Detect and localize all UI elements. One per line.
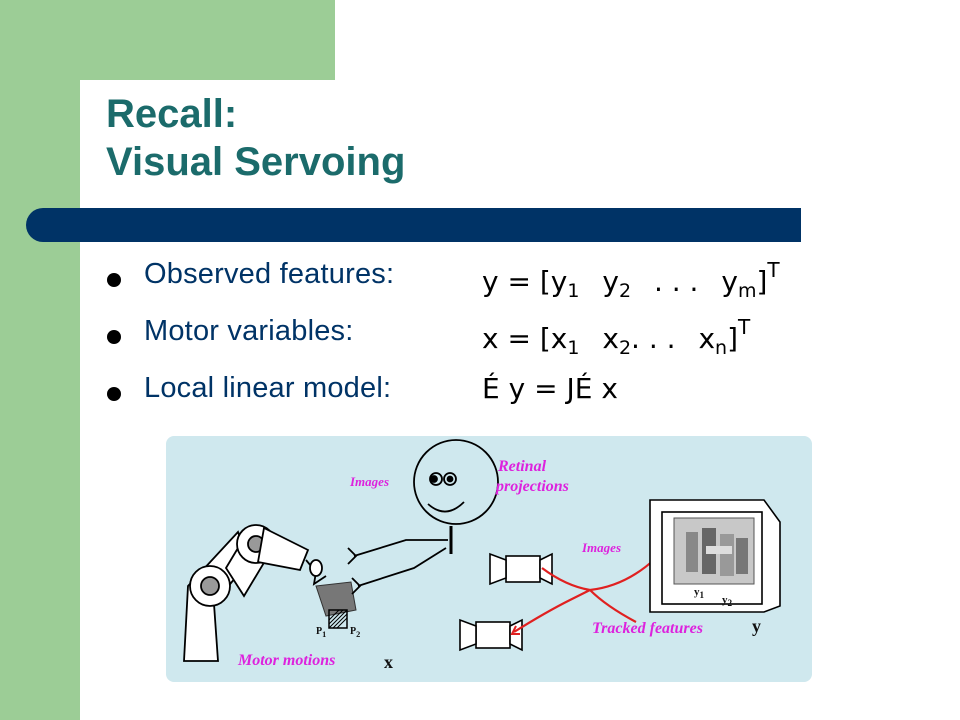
- label-projections: projections: [496, 478, 569, 495]
- formula-symbol: x: [550, 322, 568, 355]
- formula-equals: =: [534, 372, 558, 405]
- eye-left: [429, 472, 443, 486]
- formula-superscript: T: [738, 315, 751, 339]
- observed-features-formula: y = [y1 y2 . . . ym]T: [482, 258, 780, 302]
- formula-symbol: x: [602, 322, 619, 355]
- formula-subscript: 2: [618, 337, 632, 359]
- formula-jacobian: J: [566, 372, 575, 405]
- formula-ellipsis: . . .: [631, 322, 676, 355]
- formula-subscript: m: [737, 280, 757, 302]
- formula-symbol: y: [602, 265, 619, 298]
- point-p1-subscript: 1: [322, 630, 327, 639]
- bullet-dot: [107, 273, 121, 287]
- variable-y: y: [752, 616, 761, 636]
- formula-subscript: 1: [567, 337, 580, 359]
- formula-symbol: x: [601, 372, 618, 405]
- feature-y1-subscript: 1: [699, 590, 705, 601]
- curve-upper: [541, 557, 657, 592]
- title-line-1: Recall:: [106, 92, 238, 136]
- point-p2-subscript: 2: [356, 630, 361, 639]
- formula-symbol: x: [698, 322, 716, 355]
- left-green-band: [0, 0, 80, 720]
- point-p2-letter: P: [350, 626, 357, 637]
- mouth: [427, 501, 465, 513]
- formula-symbol: x: [482, 322, 499, 355]
- bullet-dot: [107, 330, 121, 344]
- curve-lower: [513, 589, 591, 633]
- diagram-drawing: [183, 439, 781, 662]
- formula-symbol: y: [508, 372, 526, 405]
- view-arrow-lower: [351, 577, 362, 595]
- feature-y2-letter: y: [722, 594, 728, 606]
- formula-equals: =: [507, 265, 531, 298]
- top-green-band: [0, 0, 335, 80]
- formula-bracket: [: [539, 265, 551, 298]
- curve-arrowhead-lower: [510, 625, 520, 635]
- formula-equals: =: [507, 322, 531, 355]
- label-tracked-features: Tracked features: [592, 620, 703, 637]
- visual-servoing-diagram: Images Retinal projections Images Tracke…: [166, 436, 812, 682]
- title-divider-bar: [26, 208, 801, 242]
- variable-x: x: [384, 652, 393, 672]
- robot-shoulder-hub: [200, 576, 220, 596]
- label-images-head: Images: [350, 474, 389, 489]
- bullet-observed-features: Observed features: y = [y1 y2 . . . ym]T: [104, 254, 824, 304]
- slide-title: Recall: Visual Servoing: [106, 90, 405, 186]
- formula-symbol: y: [721, 265, 738, 298]
- local-linear-model-formula: É y = JÉ x: [482, 372, 618, 405]
- view-line-upper: [353, 539, 448, 557]
- view-arrow-upper: [347, 547, 358, 565]
- observer-head-illustration: [347, 439, 499, 595]
- formula-bracket: [: [539, 322, 551, 355]
- formula-delta: É: [482, 372, 500, 405]
- feature-y1-letter: y: [694, 586, 700, 598]
- formula-bracket: ]: [727, 322, 739, 355]
- monitor-display: [649, 499, 781, 613]
- robot-arm-illustration: [183, 524, 327, 662]
- formula-symbol: y: [550, 265, 568, 298]
- bullet-label: Local linear model:: [144, 372, 392, 404]
- eye-right: [443, 472, 457, 486]
- formula-ellipsis: . . .: [653, 265, 699, 298]
- robot-forearm: [256, 526, 310, 572]
- workpiece-object: [315, 581, 357, 629]
- feature-y1: y1: [694, 586, 704, 600]
- label-images-curve: Images: [582, 540, 621, 555]
- feature-square: [328, 609, 348, 629]
- point-p1-letter: P: [316, 626, 323, 637]
- motor-variables-formula: x = [x1 x2. . . xn]T: [482, 315, 750, 359]
- point-p1: P1: [316, 626, 326, 639]
- bullet-local-linear-model: Local linear model: É y = JÉ x: [104, 368, 824, 418]
- robot-wrist: [309, 559, 323, 577]
- camera-top: [489, 552, 553, 586]
- bullet-dot: [107, 387, 121, 401]
- formula-superscript: T: [767, 258, 780, 282]
- bullet-label: Observed features:: [144, 258, 395, 290]
- feature-y2: y2: [722, 594, 732, 608]
- curve-to-features: [589, 589, 637, 623]
- label-retinal: Retinal: [498, 458, 547, 475]
- formula-subscript: n: [715, 337, 728, 359]
- title-line-2: Visual Servoing: [106, 140, 406, 184]
- formula-subscript: 1: [567, 280, 580, 302]
- feature-y2-subscript: 2: [727, 598, 733, 609]
- view-line-lower: [357, 547, 447, 587]
- point-p2: P2: [350, 626, 360, 639]
- bullet-motor-variables: Motor variables: x = [x1 x2. . . xn]T: [104, 311, 824, 361]
- formula-symbol: y: [482, 265, 499, 298]
- formula-delta: É: [574, 372, 593, 405]
- label-motor-motions: Motor motions: [238, 652, 336, 669]
- formula-bracket: ]: [756, 265, 768, 298]
- formula-subscript: 2: [618, 280, 632, 302]
- bullet-label: Motor variables:: [144, 315, 354, 347]
